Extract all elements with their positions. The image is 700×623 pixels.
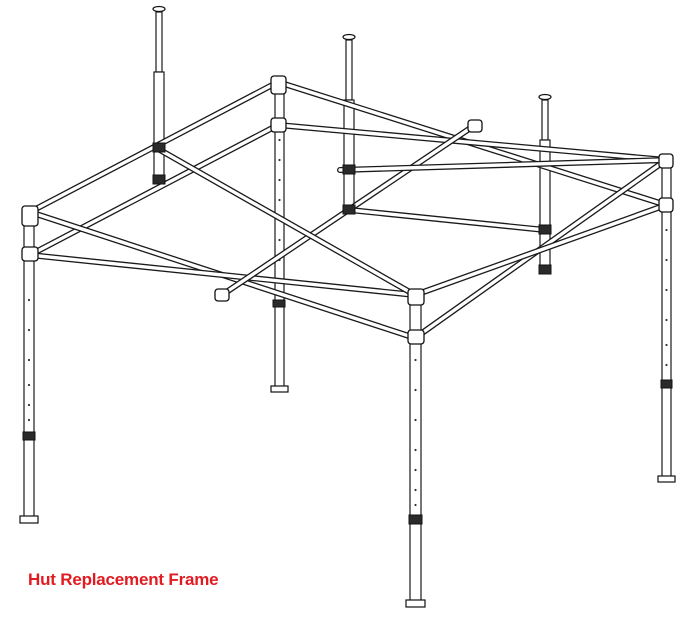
foot-right: [657, 475, 676, 483]
leg-right-clip: [660, 379, 673, 389]
perimeter-truss: [27, 79, 669, 341]
caption-title: Hut Replacement Frame: [28, 570, 219, 589]
pole-brackets: [152, 142, 552, 308]
leg-left-clip: [22, 431, 36, 441]
center-poles: [152, 5, 552, 271]
corner-joints: [21, 75, 674, 345]
foot-left: [19, 515, 39, 524]
foot-back-center: [270, 385, 289, 393]
leg-front-clip: [408, 514, 423, 525]
foot-front: [405, 599, 426, 608]
